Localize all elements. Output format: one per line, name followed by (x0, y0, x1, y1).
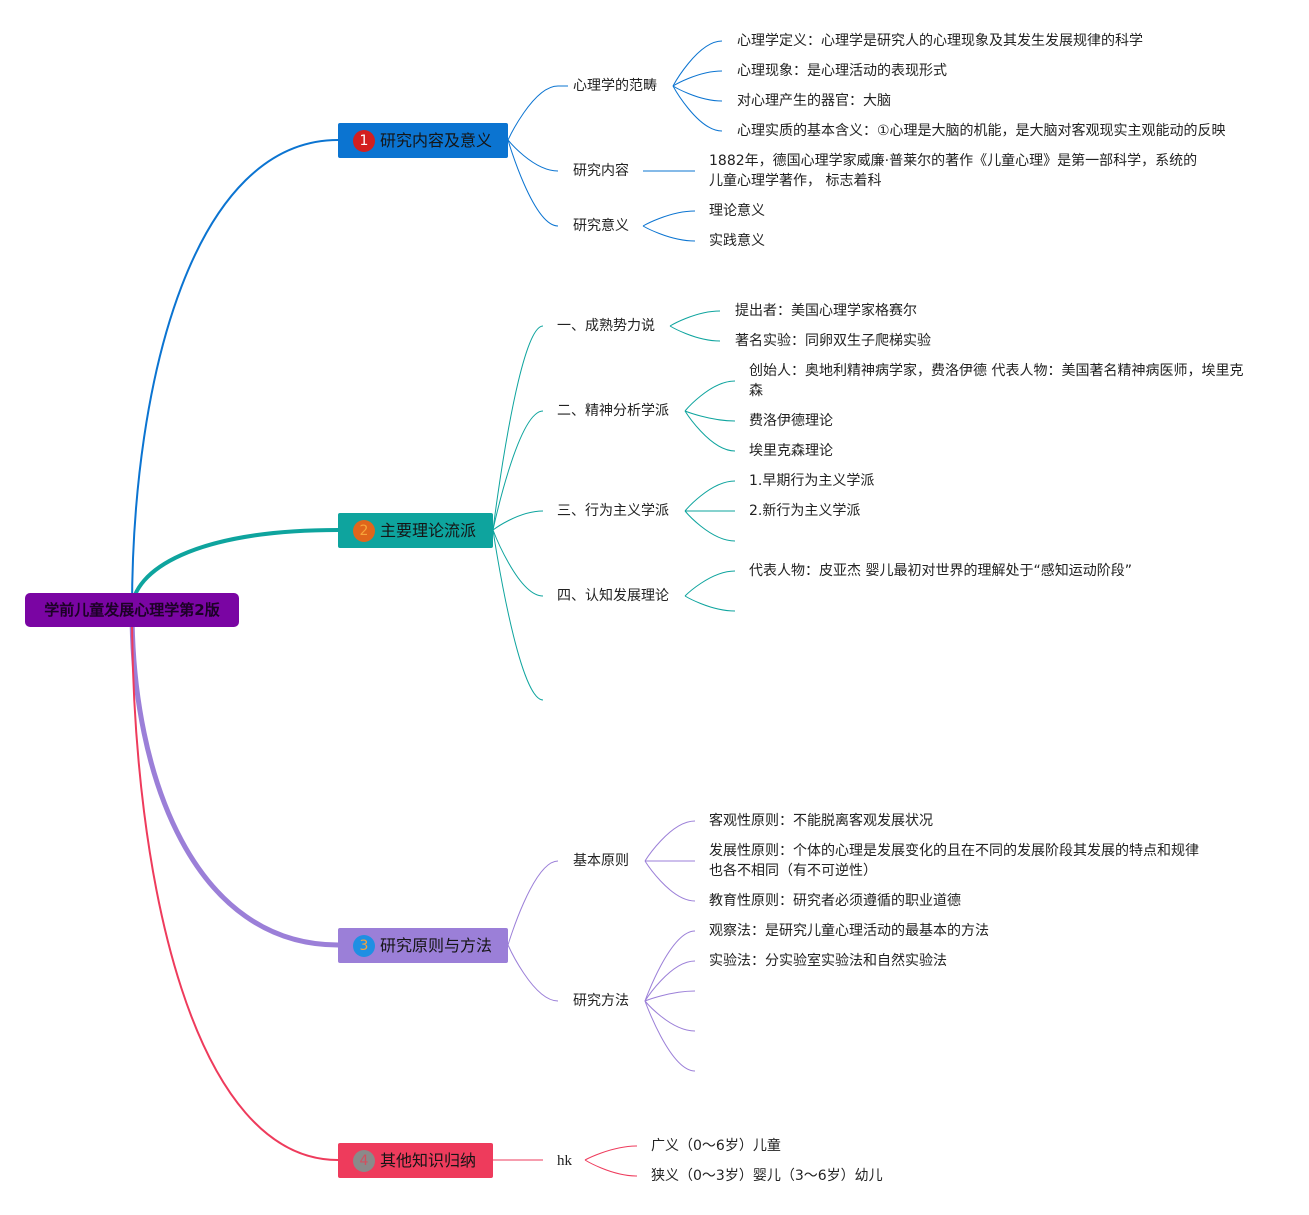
leaf-early-behaviorism[interactable]: 1.早期行为主义学派 (749, 473, 875, 489)
node-basic-principles[interactable]: 基本原则 (573, 853, 629, 869)
b2-leaf-link (684, 510, 736, 542)
leaf-neo-behaviorism[interactable]: 2.新行为主义学派 (749, 503, 861, 519)
node-hk[interactable]: hk (557, 1153, 572, 1169)
branch-research-content[interactable]: 1 研究内容及意义 (338, 123, 508, 158)
b2-child-link (492, 410, 544, 531)
root-link-1 (131, 139, 339, 611)
leaf-practice-significance[interactable]: 实践意义 (709, 233, 765, 249)
b2-child-link (492, 529, 544, 597)
leaf-organ[interactable]: 对心理产生的器官：大脑 (737, 93, 891, 109)
leaf-experiment[interactable]: 实验法：分实验室实验法和自然实验法 (709, 953, 947, 969)
b4-leaf-link (584, 1159, 638, 1177)
branch-main-theories[interactable]: 2 主要理论流派 (338, 513, 493, 548)
b1-leaf-link (642, 225, 696, 242)
b1-leaf-link (672, 40, 723, 87)
leaf-gesell[interactable]: 提出者：美国心理学家格赛尔 (735, 303, 917, 319)
root-link-4 (131, 609, 339, 1161)
b1-child-link (507, 139, 559, 227)
b1-leaf-link (642, 210, 696, 227)
leaf-broad-definition[interactable]: 广义（0～6岁）儿童 (651, 1138, 781, 1154)
leaf-theory-significance[interactable]: 理论意义 (709, 203, 765, 219)
leaf-preyer-history[interactable]: 1882年，德国心理学家威廉·普莱尔的著作《儿童心理》是第一部科学，系统的儿童心… (709, 153, 1198, 189)
b2-child-link (492, 529, 544, 701)
b1-child-link (507, 139, 559, 172)
b2-child-link (492, 510, 544, 531)
leaf-piaget[interactable]: 代表人物：皮亚杰 婴儿最初对世界的理解处于“感知运动阶段” (749, 563, 1132, 579)
node-maturation-theory[interactable]: 一、成熟势力说 (557, 318, 655, 334)
b2-leaf-link (669, 325, 721, 342)
node-psychoanalysis[interactable]: 二、精神分析学派 (557, 403, 669, 419)
b3-leaf-link (644, 960, 696, 1002)
b3-child-link (507, 944, 559, 1002)
branch-principles-methods[interactable]: 3 研究原则与方法 (338, 928, 508, 963)
root-topic[interactable]: 学前儿童发展心理学第2版 (25, 593, 239, 627)
b2-leaf-link (684, 410, 736, 452)
node-research-methods[interactable]: 研究方法 (573, 993, 629, 1009)
leaf-objectivity[interactable]: 客观性原则：不能脱离客观发展状况 (709, 813, 933, 829)
leaf-development-principle[interactable]: 发展性原则：个体的心理是发展变化的且在不同的发展阶段其发展的特点和规律也各不相同… (709, 843, 1199, 879)
b3-leaf-link (644, 1000, 696, 1072)
leaf-freud-founder[interactable]: 创始人：奥地利精神病学家，费洛伊德 代表人物：美国著名精神病医师，埃里克森 (749, 363, 1244, 399)
b2-leaf-link (684, 570, 736, 597)
leaf-phenomenon[interactable]: 心理现象：是心理活动的表现形式 (737, 63, 947, 79)
b3-leaf-link (644, 820, 696, 862)
b2-leaf-link (669, 310, 721, 327)
leaf-definition[interactable]: 心理学定义：心理学是研究人的心理现象及其发生发展规律的科学 (737, 33, 1143, 49)
branch-title: 主要理论流派 (380, 521, 477, 540)
node-behaviorism[interactable]: 三、行为主义学派 (557, 503, 669, 519)
node-cognitive-development[interactable]: 四、认知发展理论 (557, 588, 669, 604)
leaf-twin-experiment[interactable]: 著名实验：同卵双生子爬梯实验 (735, 333, 931, 349)
b2-leaf-link (684, 380, 736, 412)
b2-leaf-link (684, 595, 736, 612)
leaf-erikson-theory[interactable]: 埃里克森理论 (749, 443, 833, 459)
b3-leaf-link (644, 1000, 696, 1032)
b2-leaf-link (684, 410, 736, 422)
b3-child-link (507, 860, 559, 946)
b3-leaf-link (644, 990, 696, 1002)
leaf-narrow-definition[interactable]: 狭义（0～3岁）婴儿（3～6岁）幼儿 (651, 1168, 883, 1184)
leaf-education-principle[interactable]: 教育性原则：研究者必须遵循的职业道德 (709, 893, 961, 909)
node-psychology-scope[interactable]: 心理学的范畴 (573, 78, 657, 94)
number-badge-3: 3 (353, 934, 375, 957)
branch-title: 研究内容及意义 (380, 131, 493, 150)
number-badge-4: 4 (353, 1149, 375, 1172)
leaf-observation[interactable]: 观察法：是研究儿童心理活动的最基本的方法 (709, 923, 989, 939)
branch-other-knowledge[interactable]: 4 其他知识归纳 (338, 1143, 493, 1178)
b2-leaf-link (684, 480, 736, 512)
node-research-significance[interactable]: 研究意义 (573, 218, 629, 234)
root-link-3 (129, 609, 339, 948)
branch-title: 其他知识归纳 (380, 1151, 477, 1170)
node-research-content[interactable]: 研究内容 (573, 163, 629, 179)
number-badge-2: 2 (353, 519, 375, 542)
b4-leaf-link (584, 1145, 638, 1161)
b3-leaf-link (644, 860, 696, 902)
leaf-essence[interactable]: 心理实质的基本含义：①心理是大脑的机能，是大脑对客观现实主观能动的反映 (737, 123, 1226, 139)
b2-child-link (492, 325, 544, 531)
branch-title: 研究原则与方法 (380, 936, 493, 955)
b1-leaf-link (672, 85, 723, 132)
number-badge-1: 1 (353, 129, 375, 152)
leaf-freud-theory[interactable]: 费洛伊德理论 (749, 413, 833, 429)
b1-child-link (507, 85, 559, 141)
b1-leaf-link (672, 70, 723, 87)
